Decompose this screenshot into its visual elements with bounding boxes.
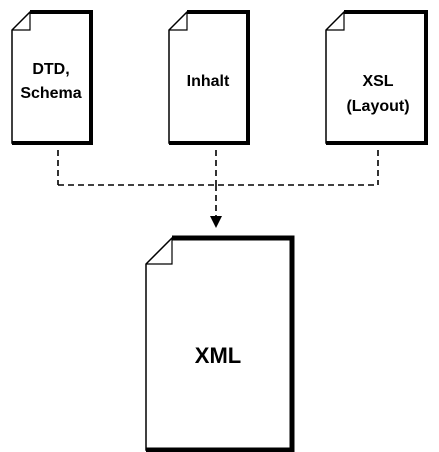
document-layout-label-line-2: (Layout) [346,98,409,115]
document-content-fold [169,12,188,31]
document-layout-shadow [326,10,428,145]
document-layout-label-line-1: XSL [362,73,393,90]
document-xml-fold [146,238,173,265]
document-xml-label: XML [195,343,241,368]
document-schema: DTD, Schema [11,10,93,145]
document-content-shadow [169,10,250,145]
document-xml: XML [145,235,295,452]
connector-group [57,150,379,216]
document-schema-label-line-2: Schema [20,85,81,102]
document-content-label: Inhalt [187,73,230,90]
arrowhead-icon [210,216,222,228]
document-xml-shadow [146,235,295,452]
document-schema-label-line-1: DTD, [32,61,69,78]
document-schema-fold [12,12,31,31]
document-content: Inhalt [168,10,250,145]
document-layout-fold [326,12,345,31]
document-schema-shadow [12,10,93,145]
document-layout: XSL (Layout) [325,10,428,145]
